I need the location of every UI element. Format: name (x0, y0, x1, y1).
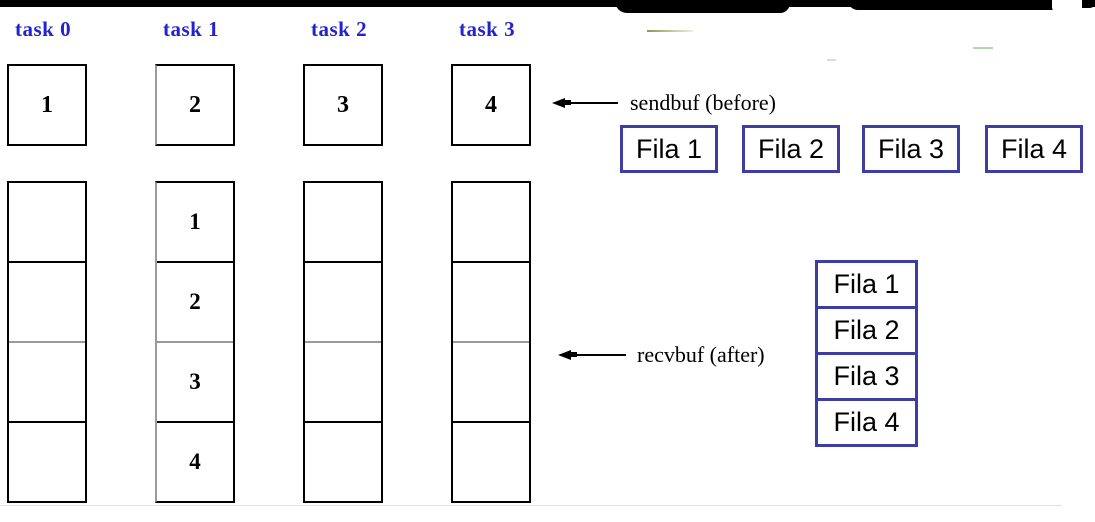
recvbuf-label: recvbuf (after) (637, 342, 765, 367)
recvbuf-cell: 2 (157, 261, 233, 341)
recvbuf-cell (9, 183, 85, 261)
sendbuf-value: 1 (41, 91, 53, 118)
task-label-1: task 1 (163, 17, 220, 41)
fila-stack-cell-4: Fila 4 (815, 398, 918, 447)
recvbuf-cell (9, 261, 85, 341)
task-label-3: task 3 (459, 17, 516, 41)
recvbuf-arrowhead-icon (558, 350, 571, 360)
fila-stack-label: Fila 3 (833, 361, 900, 391)
recvbuf-cell (453, 421, 529, 501)
recvbuf-column-task1: 1 2 3 4 (155, 181, 235, 503)
fila-stack-label: Fila 4 (833, 407, 900, 437)
fila-stack: Fila 1 Fila 2 Fila 3 Fila 4 (815, 260, 918, 447)
recvbuf-cell (305, 341, 381, 421)
recvbuf-column-task3 (451, 181, 531, 503)
sendbuf-arrowhead-icon (552, 98, 565, 108)
sendbuf-box-task0: 1 (7, 64, 87, 146)
artifact-green-dash (827, 59, 836, 61)
fila-stack-label: Fila 1 (833, 269, 900, 299)
recvbuf-cell: 1 (189, 209, 201, 234)
fila-stack-cell-1: Fila 1 (815, 260, 918, 309)
recvbuf-cell (9, 341, 85, 421)
sendbuf-box-task2: 3 (303, 64, 383, 146)
recvbuf-column-task0 (7, 181, 87, 503)
top-strip-bump (615, 0, 790, 13)
recvbuf-cell (453, 183, 529, 261)
recvbuf-cell: 3 (157, 341, 233, 421)
sendbuf-arrow-shaft (566, 102, 618, 104)
artifact-green-dash (647, 30, 693, 32)
task-label-0: task 0 (15, 17, 72, 41)
recvbuf-cell (305, 421, 381, 501)
sendbuf-box-task3: 4 (451, 64, 531, 146)
recvbuf-cell: 4 (157, 421, 233, 501)
recvbuf-cell (305, 183, 381, 261)
artifact-gray-line (0, 505, 1062, 506)
recvbuf-arrow-shaft (572, 354, 626, 356)
top-strip-bump (848, 0, 1066, 10)
top-border-strip (0, 0, 1095, 7)
fila-row-label: Fila 1 (635, 133, 703, 164)
fila-stack-label: Fila 2 (833, 315, 900, 345)
fila-row-label: Fila 3 (877, 133, 945, 164)
fila-row-box-2: Fila 2 (742, 125, 840, 173)
top-strip-tail (1082, 0, 1095, 8)
sendbuf-value: 3 (337, 91, 349, 118)
recvbuf-column-task2 (303, 181, 383, 503)
sendbuf-value: 2 (189, 91, 201, 118)
fila-row-label: Fila 4 (1000, 133, 1068, 164)
recvbuf-cell (305, 261, 381, 341)
fila-stack-cell-3: Fila 3 (815, 352, 918, 401)
fila-row-box-3: Fila 3 (862, 125, 960, 173)
recvbuf-cell (453, 341, 529, 421)
sendbuf-label: sendbuf (before) (630, 90, 776, 115)
fila-row-box-1: Fila 1 (620, 125, 718, 173)
top-strip-whiteout-gap (1052, 0, 1083, 13)
fila-row-label: Fila 2 (757, 133, 825, 164)
fila-stack-cell-2: Fila 2 (815, 306, 918, 355)
recvbuf-cell (453, 261, 529, 341)
sendbuf-value: 4 (485, 91, 497, 118)
task-label-2: task 2 (311, 17, 368, 41)
fila-row-box-4: Fila 4 (985, 125, 1083, 173)
recvbuf-cell (9, 421, 85, 501)
sendbuf-box-task1: 2 (155, 64, 235, 146)
artifact-green-dash (973, 47, 993, 49)
